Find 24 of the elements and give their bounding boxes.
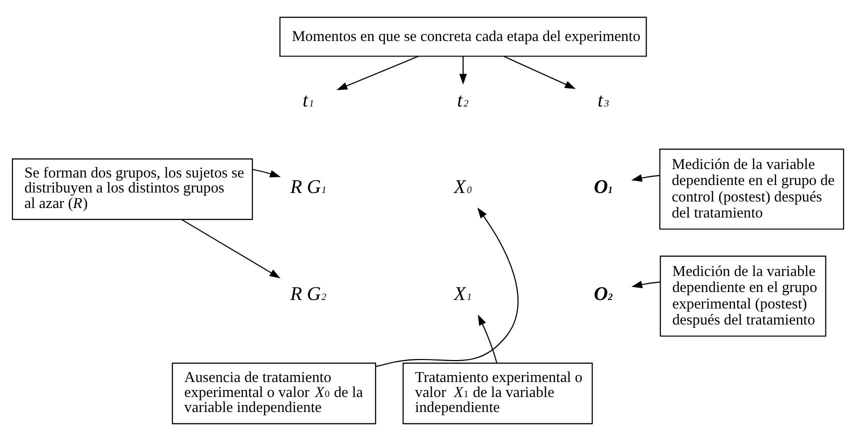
node-text: R G2 <box>290 284 326 305</box>
node-text: t1 <box>302 90 314 112</box>
arrow <box>252 168 281 178</box>
node-box: Momentos en que se concreta cada etapa del experimento <box>279 16 647 57</box>
node-text: t3 <box>598 90 610 112</box>
node-box: Medición de la variable dependiente en el grupo experimental (postest) después del tratamiento <box>660 256 826 337</box>
arrow <box>336 56 419 90</box>
arrow <box>631 280 660 288</box>
node-text: O1 <box>594 176 613 198</box>
arrow <box>376 208 518 368</box>
node-box: Ausencia de tratamiento experimental o valor X0 de la variable independiente <box>172 362 376 424</box>
node-text: t2 <box>457 90 469 112</box>
node-text: X1 <box>454 284 472 305</box>
arrow <box>181 218 280 278</box>
arrow <box>504 56 576 89</box>
node-text: R G1 <box>290 176 326 198</box>
arrow <box>478 314 498 364</box>
node-text: X0 <box>454 176 472 198</box>
node-text: O2 <box>594 284 613 305</box>
node-box: Tratamiento experimental o valor X1 de la variable independiente <box>402 362 593 424</box>
node-box: Medición de la variable dependiente en el grupo de control (postest) después del tratamiento <box>659 148 844 230</box>
arrow <box>459 56 467 85</box>
node-box: Se forman dos grupos, los sujetos se distribuyen a los distintos grupos al azar (R) <box>12 158 253 220</box>
arrow <box>631 174 660 182</box>
